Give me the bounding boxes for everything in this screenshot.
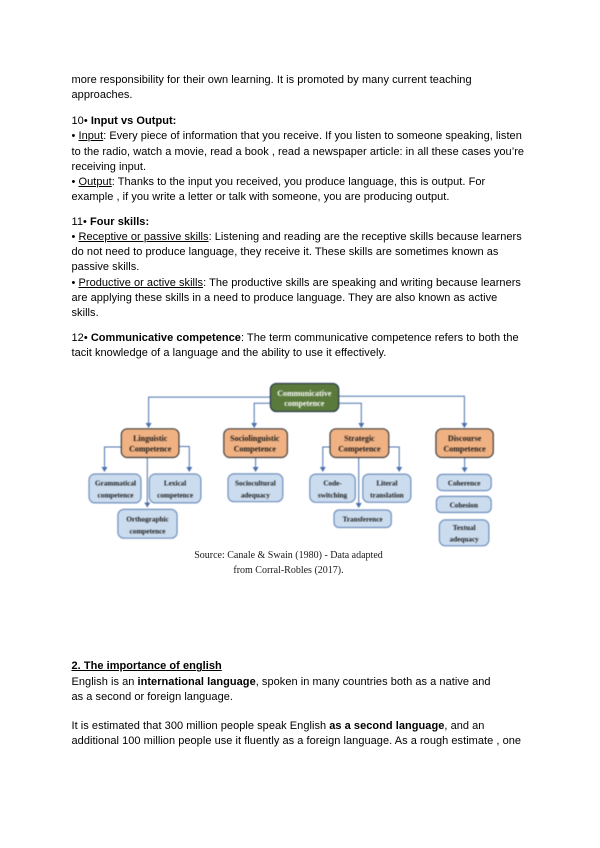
svg-text:switching: switching	[318, 491, 348, 499]
svg-text:Competence: Competence	[129, 445, 172, 454]
svg-text:Competence: Competence	[443, 445, 486, 454]
svg-text:competence: competence	[130, 527, 166, 535]
svg-text:Coherence: Coherence	[448, 480, 481, 488]
svg-text:Grammatical: Grammatical	[95, 479, 136, 487]
svg-text:adequacy: adequacy	[241, 491, 271, 499]
svg-text:Strategic: Strategic	[344, 434, 375, 443]
svg-text:Linguistic: Linguistic	[133, 434, 168, 443]
svg-text:Code-: Code-	[323, 479, 342, 487]
svg-text:Lexical: Lexical	[164, 479, 186, 487]
svg-text:competence: competence	[157, 491, 193, 499]
svg-text:Transference: Transference	[343, 516, 383, 524]
svg-text:competence: competence	[98, 491, 134, 499]
svg-text:Textual: Textual	[453, 524, 476, 532]
svg-text:Orthographic: Orthographic	[126, 515, 169, 523]
svg-text:translation: translation	[370, 491, 404, 499]
svg-text:Discourse: Discourse	[448, 434, 482, 443]
svg-text:Sociolinguistic: Sociolinguistic	[230, 434, 280, 443]
svg-text:Communicative: Communicative	[277, 389, 332, 398]
svg-text:Sociocultural: Sociocultural	[235, 479, 276, 487]
svg-text:Competence: Competence	[338, 445, 381, 454]
svg-text:competence: competence	[284, 399, 324, 408]
svg-text:adequacy: adequacy	[450, 536, 480, 544]
svg-text:Cohesion: Cohesion	[450, 501, 478, 509]
svg-text:Competence: Competence	[234, 445, 277, 454]
svg-text:Literal: Literal	[376, 479, 397, 487]
